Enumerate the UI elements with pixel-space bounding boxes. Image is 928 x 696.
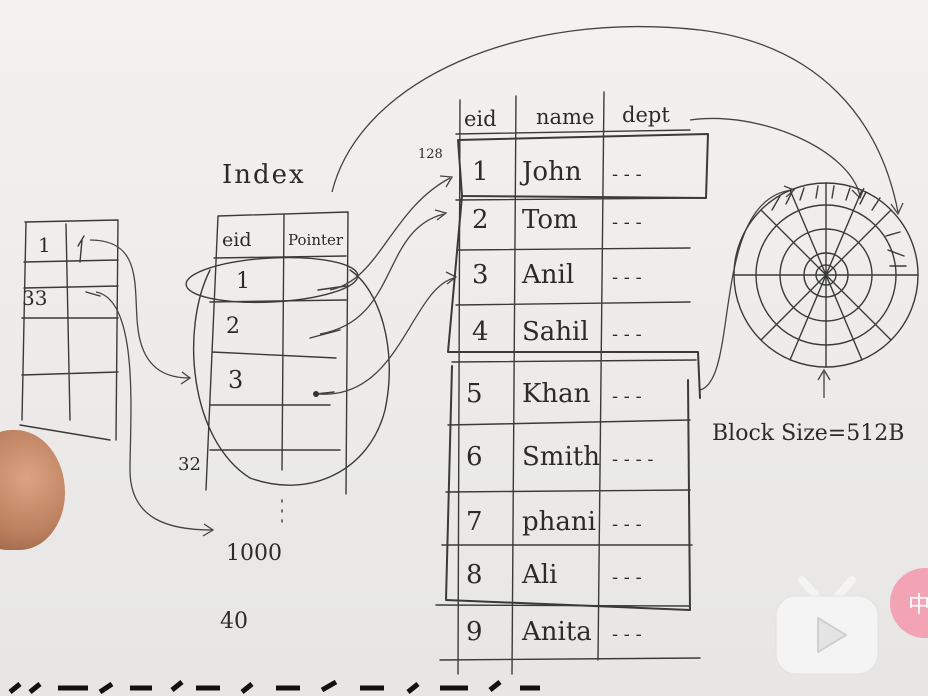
block-size-label: Block Size=512B <box>712 421 904 446</box>
index-title: Index <box>222 160 306 190</box>
video-logo-icon <box>775 576 879 675</box>
table-row-7-name: phani <box>522 507 596 537</box>
table-row-8-dept: - - - <box>612 567 642 588</box>
table-header-eid: eid <box>464 107 497 131</box>
table-row-4-eid: 4 <box>472 317 489 347</box>
table-row-2-dept: - - - <box>612 212 642 233</box>
caption-badge-text: 中 <box>908 593 928 618</box>
table-row-7-dept: - - - <box>612 514 642 535</box>
label-128: 128 <box>418 147 443 162</box>
index-header-eid: eid <box>222 229 251 251</box>
table-row-9-dept: - - - <box>612 624 642 645</box>
table-row-1-dept: - - - <box>612 164 642 185</box>
table-row-5-dept: - - - <box>612 386 642 407</box>
table-header-dept: dept <box>622 103 670 127</box>
table-row-3-eid: 3 <box>472 260 489 290</box>
table-row-9-name: Anita <box>521 617 592 647</box>
table-row-3-dept: - - - <box>612 267 642 288</box>
label-40: 40 <box>220 609 248 634</box>
outer-row-2-eid: 33 <box>22 286 47 310</box>
index-row-1-eid: 1 <box>236 269 250 294</box>
arrows <box>89 26 904 537</box>
index-table: eid Pointer 1 2 3 32 <box>178 211 390 531</box>
table-row-8-eid: 8 <box>466 560 483 590</box>
table-row-2-name: Tom <box>522 205 578 235</box>
outer-row-1-eid: 1 <box>38 233 51 257</box>
label-1000: 1000 <box>226 541 282 566</box>
table-row-6-dept: - - - - <box>612 449 654 470</box>
index-bottom-label: 32 <box>178 454 201 475</box>
index-header-pointer: Pointer <box>288 231 344 249</box>
table-row-2-eid: 2 <box>472 205 489 235</box>
disk-drawing <box>733 182 919 368</box>
table-row-4-dept: - - - <box>612 324 642 345</box>
table-row-7-eid: 7 <box>466 507 483 537</box>
table-header-name: name <box>536 105 594 129</box>
outer-index-table: 1 33 <box>19 219 119 441</box>
table-row-3-name: Anil <box>521 260 574 290</box>
table-body: 1 John - - - 2 Tom - - - 3 Anil - - - 4 Sahil - - -… <box>466 157 654 647</box>
bottom-subtitle-fragment <box>8 679 540 695</box>
table-row-5-eid: 5 <box>466 379 483 409</box>
table-row-8-name: Ali <box>521 560 557 590</box>
table-row-1-name: John <box>519 157 582 187</box>
table-row-5-name: Khan <box>522 379 591 409</box>
table-row-4-name: Sahil <box>522 317 589 347</box>
table-row-6-name: Smith <box>522 442 600 472</box>
table-row-1-eid: 1 <box>472 157 489 187</box>
index-row-2-eid: 2 <box>226 314 240 339</box>
table-row-6-eid: 6 <box>466 442 483 472</box>
table-row-9-eid: 9 <box>466 617 483 647</box>
index-row-3-eid: 3 <box>228 366 243 394</box>
